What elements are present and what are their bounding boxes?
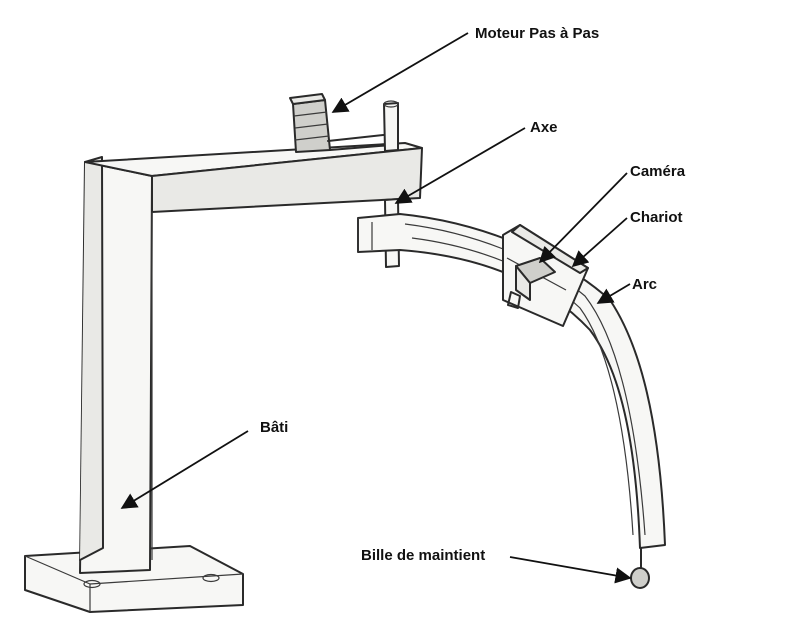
arrow-chariot — [571, 217, 628, 268]
label-bille: Bille de maintient — [361, 547, 485, 564]
arrow-bille — [509, 556, 632, 584]
camera — [507, 257, 556, 309]
arrow-bati — [120, 430, 249, 509]
label-camera: Caméra — [630, 163, 686, 180]
label-bati: Bâti — [260, 419, 288, 436]
holding-ball — [630, 547, 650, 589]
arrow-camera — [538, 172, 628, 264]
frame-bati — [79, 142, 423, 574]
stepper-motor — [289, 93, 393, 153]
label-moteur: Moteur Pas à Pas — [475, 25, 599, 42]
label-chariot: Chariot — [630, 209, 683, 226]
arrow-arc — [596, 283, 631, 304]
arrow-moteur — [331, 32, 469, 113]
label-axe: Axe — [530, 119, 558, 136]
leader-arrows — [120, 32, 632, 584]
label-arc: Arc — [632, 276, 657, 293]
arrow-axe — [394, 127, 526, 204]
